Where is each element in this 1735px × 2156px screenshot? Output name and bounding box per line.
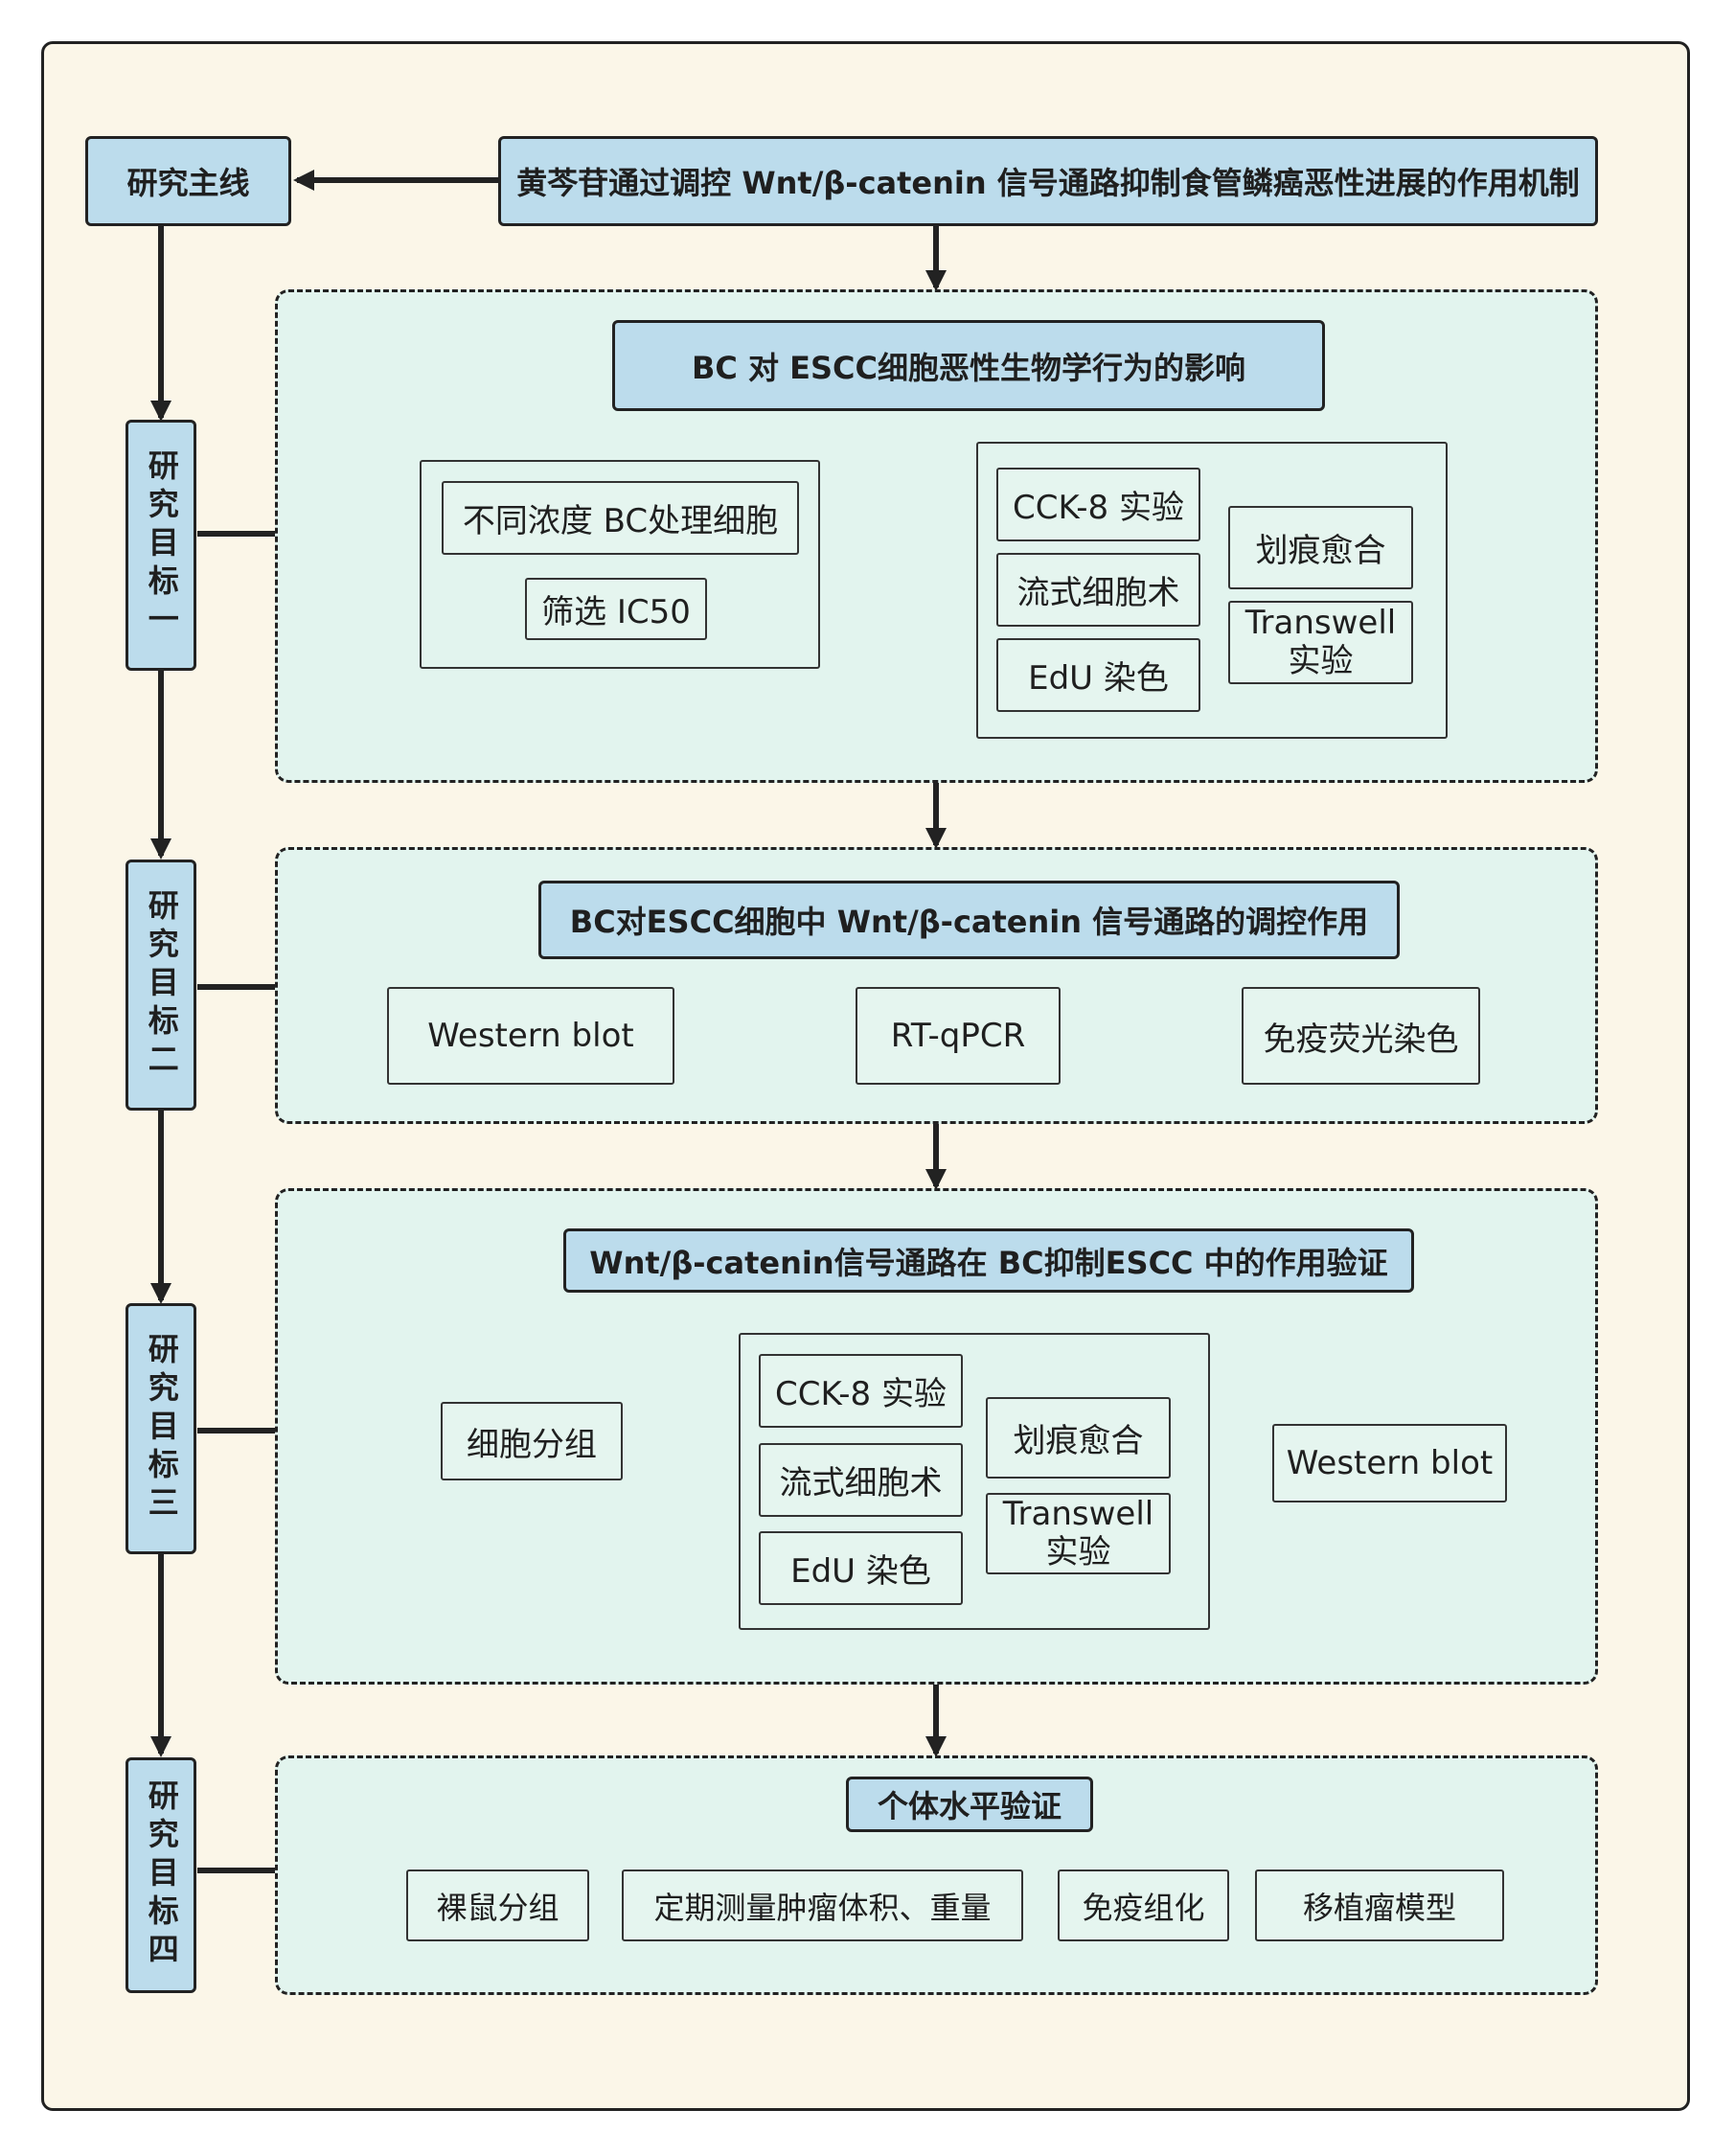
method-cck8-1: CCK-8 实验: [996, 468, 1200, 541]
method-bc-treatment: 不同浓度 BC处理细胞: [442, 481, 799, 555]
main-line-label: 研究主线: [85, 136, 291, 226]
objective-label-3: 研究目标三: [126, 1303, 196, 1554]
objective-label-2: 研究目标二: [126, 860, 196, 1111]
method-tumor-measurement: 定期测量肿瘤体积、重量: [622, 1869, 1023, 1941]
section-1-left-group: [420, 460, 820, 669]
method-immunofluorescence: 免疫荧光染色: [1242, 987, 1480, 1085]
method-xenograft-model: 移植瘤模型: [1255, 1869, 1504, 1941]
method-flow-3: 流式细胞术: [759, 1443, 963, 1517]
method-western-blot-3: Western blot: [1272, 1424, 1507, 1502]
method-ic50: 筛选 IC50: [525, 578, 707, 640]
research-title: 黄芩苷通过调控 Wnt/β-catenin 信号通路抑制食管鳞癌恶性进展的作用机…: [498, 136, 1598, 226]
method-nude-mice-grouping: 裸鼠分组: [406, 1869, 589, 1941]
section-3-heading: Wnt/β-catenin信号通路在 BC抑制ESCC 中的作用验证: [563, 1228, 1414, 1293]
objective-label-4-text: 研究目标四: [143, 1779, 180, 1971]
method-ihc: 免疫组化: [1058, 1869, 1229, 1941]
objective-label-3-text: 研究目标三: [143, 1333, 180, 1525]
method-rt-qpcr: RT-qPCR: [856, 987, 1061, 1085]
method-western-blot-2: Western blot: [387, 987, 674, 1085]
objective-label-1-text: 研究目标一: [143, 449, 180, 641]
method-cck8-3: CCK-8 实验: [759, 1354, 963, 1428]
method-flow-1: 流式细胞术: [996, 553, 1200, 627]
objective-label-2-text: 研究目标二: [143, 889, 180, 1081]
objective-label-4: 研究目标四: [126, 1757, 196, 1993]
method-transwell-3: Transwell 实验: [986, 1493, 1171, 1574]
section-4-heading: 个体水平验证: [846, 1777, 1093, 1832]
method-scratch-1: 划痕愈合: [1228, 506, 1413, 589]
section-3-center-group: [739, 1333, 1210, 1630]
method-edu-3: EdU 染色: [759, 1531, 963, 1605]
section-1-right-group: [976, 442, 1448, 739]
method-scratch-3: 划痕愈合: [986, 1397, 1171, 1479]
section-2-heading: BC对ESCC细胞中 Wnt/β-catenin 信号通路的调控作用: [538, 881, 1400, 959]
objective-label-1: 研究目标一: [126, 420, 196, 671]
section-1-heading: BC 对 ESCC细胞恶性生物学行为的影响: [612, 320, 1325, 411]
method-transwell-1: Transwell 实验: [1228, 601, 1413, 684]
method-edu-1: EdU 染色: [996, 638, 1200, 712]
method-cell-grouping: 细胞分组: [441, 1402, 623, 1480]
